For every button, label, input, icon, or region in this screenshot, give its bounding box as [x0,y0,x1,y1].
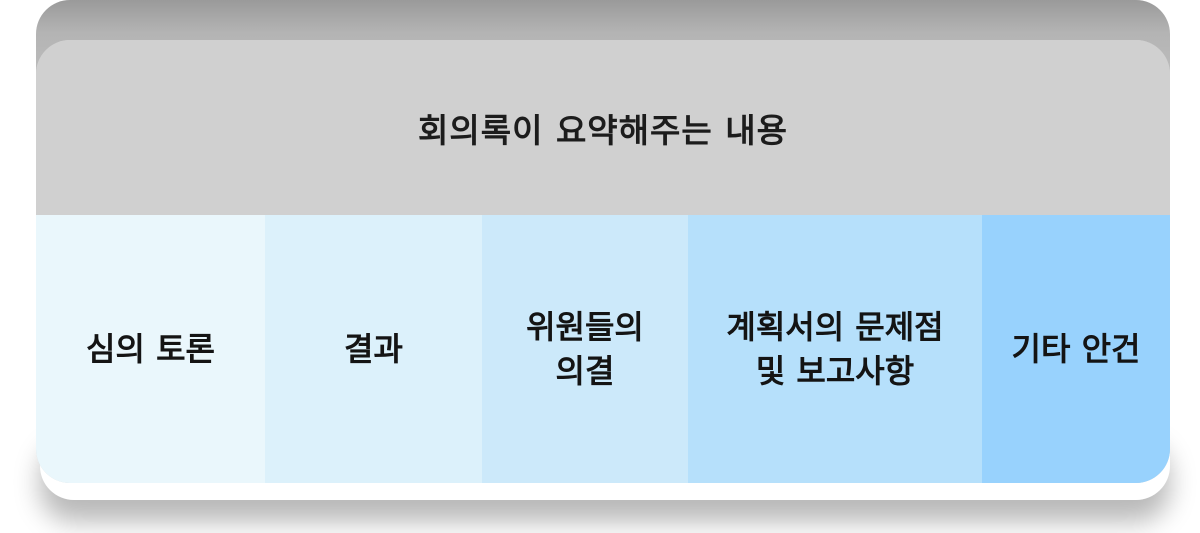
summary-diagram: 회의록이 요약해주는 내용 심의 토론 결과 위원들의 의결 계획서의 문제점 … [36,40,1170,483]
item-label: 심의 토론 [86,330,215,368]
item-label: 위원들의 의결 [526,308,644,390]
item-plan-issues-reports: 계획서의 문제점 및 보고사항 [688,215,982,483]
item-result: 결과 [265,215,482,483]
item-label: 결과 [344,330,403,368]
item-deliberation-discussion: 심의 토론 [36,215,265,483]
item-label: 기타 안건 [1011,330,1141,368]
item-other-agenda: 기타 안건 [982,215,1170,483]
diagram-header: 회의록이 요약해주는 내용 [36,40,1170,215]
item-label: 계획서의 문제점 및 보고사항 [726,308,944,390]
diagram-title: 회의록이 요약해주는 내용 [418,110,788,150]
diagram-items-row: 심의 토론 결과 위원들의 의결 계획서의 문제점 및 보고사항 기타 안건 [36,215,1170,483]
item-member-resolution: 위원들의 의결 [482,215,688,483]
